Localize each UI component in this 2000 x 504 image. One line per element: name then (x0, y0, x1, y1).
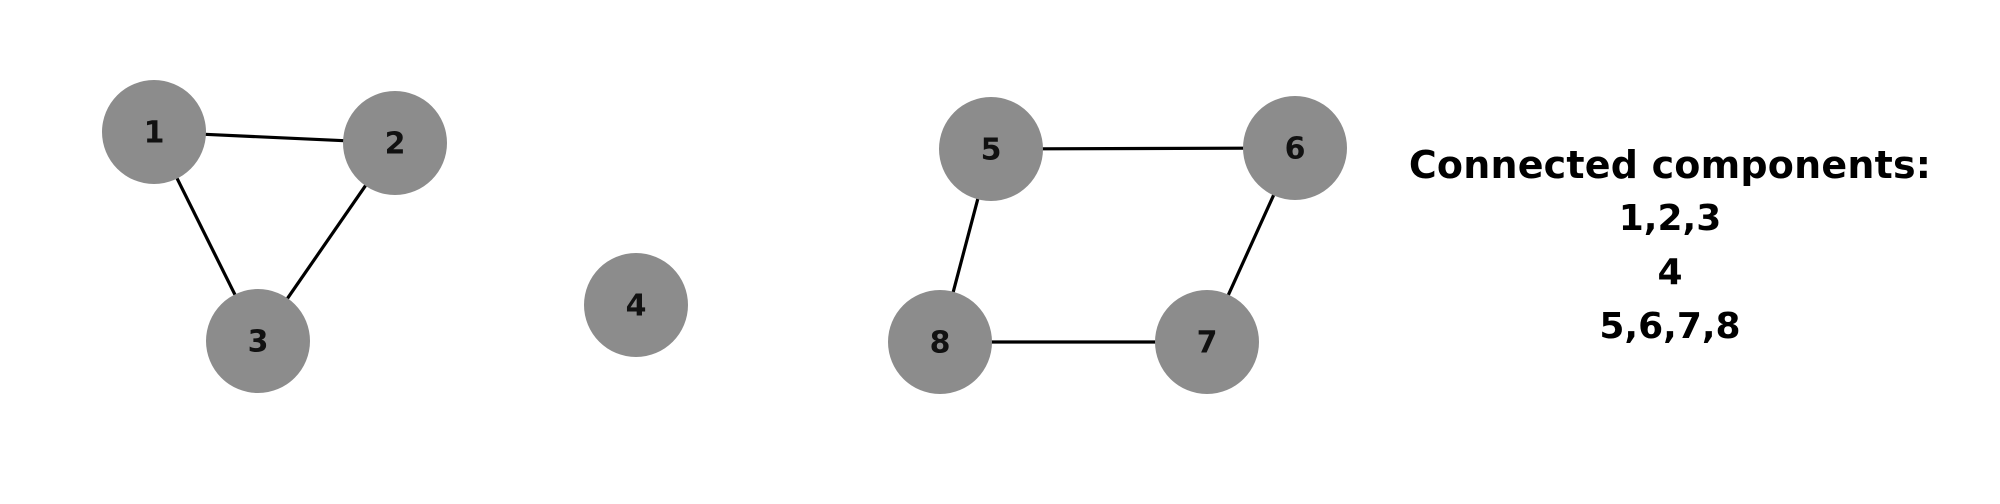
node-circle-6 (1243, 96, 1347, 200)
node-8: 8 (888, 290, 992, 394)
node-circle-8 (888, 290, 992, 394)
node-4: 4 (584, 253, 688, 357)
node-circle-4 (584, 253, 688, 357)
component-line-2: 4 (1657, 252, 1683, 293)
edge-6-7 (1226, 193, 1276, 297)
node-2: 2 (343, 91, 447, 195)
edge-1-2 (204, 132, 345, 143)
edge-2-3 (285, 184, 368, 300)
edge-8-5 (951, 197, 980, 294)
node-circle-3 (206, 289, 310, 393)
node-circle-2 (343, 91, 447, 195)
node-label-6: 6 (1285, 132, 1306, 167)
edges-layer (175, 132, 1276, 344)
edge-1-3 (175, 176, 237, 297)
node-circle-1 (102, 80, 206, 184)
nodes-layer: 1 2 3 4 5 6 7 8 (102, 80, 1347, 394)
node-label-7: 7 (1197, 326, 1218, 361)
component-line-1: 1,2,3 (1618, 198, 1722, 239)
components-panel: Connected components: 1,2,3 4 5,6,7,8 (1380, 138, 1960, 354)
component-line-3: 5,6,7,8 (1599, 306, 1741, 347)
node-circle-5 (939, 97, 1043, 201)
node-label-3: 3 (248, 325, 269, 360)
node-circle-7 (1155, 290, 1259, 394)
node-label-5: 5 (981, 133, 1002, 168)
node-6: 6 (1243, 96, 1347, 200)
node-3: 3 (206, 289, 310, 393)
edge-5-6 (1041, 146, 1245, 151)
node-label-2: 2 (385, 127, 406, 162)
node-5: 5 (939, 97, 1043, 201)
components-title: Connected components: (1408, 143, 1932, 187)
node-label-8: 8 (930, 326, 951, 361)
node-label-1: 1 (144, 116, 165, 151)
node-1: 1 (102, 80, 206, 184)
node-label-4: 4 (626, 289, 647, 324)
node-7: 7 (1155, 290, 1259, 394)
